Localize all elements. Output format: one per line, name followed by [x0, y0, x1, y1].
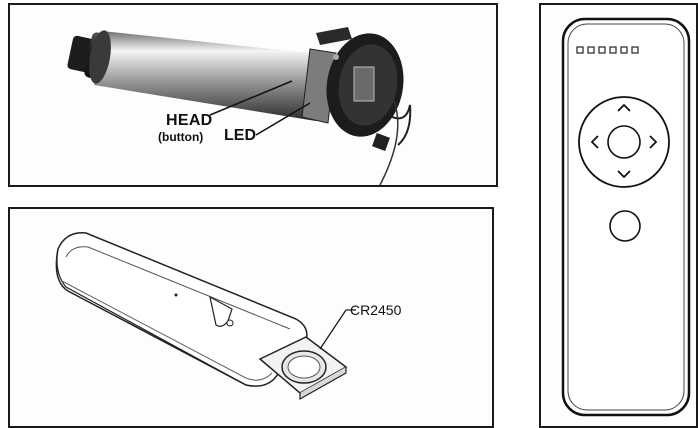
motor-illustration	[67, 27, 412, 185]
channel-indicator	[609, 46, 617, 54]
motor-led	[333, 54, 339, 60]
remote-front-illustration	[561, 17, 691, 417]
right-arrow-icon	[649, 135, 658, 149]
channel-indicator	[631, 46, 639, 54]
stop-button	[607, 125, 641, 159]
battery-leader-line	[319, 309, 347, 350]
head-label: HEAD	[166, 112, 213, 129]
led-leader-line	[255, 102, 311, 136]
head-leader-line	[209, 80, 293, 116]
channel-indicator	[587, 46, 595, 54]
program-button	[609, 210, 641, 242]
left-arrow-icon	[590, 135, 599, 149]
channel-indicators	[576, 46, 639, 54]
channel-indicator	[620, 46, 628, 54]
battery-panel: CR2450	[8, 207, 494, 428]
motor-bracket	[316, 27, 352, 45]
motor-tube	[94, 31, 328, 121]
remote-front-panel	[539, 3, 698, 428]
channel-indicator	[598, 46, 606, 54]
up-arrow-icon	[617, 103, 631, 112]
remote-back-illustration	[55, 232, 356, 401]
led-label: LED	[224, 127, 256, 144]
channel-indicator	[576, 46, 584, 54]
battery-label: CR2450	[350, 302, 402, 318]
down-arrow-icon	[617, 170, 631, 179]
head-sub-label: (button)	[158, 130, 204, 144]
motor-head-button	[353, 66, 375, 102]
motor-panel: HEAD (button) LED	[8, 3, 498, 187]
